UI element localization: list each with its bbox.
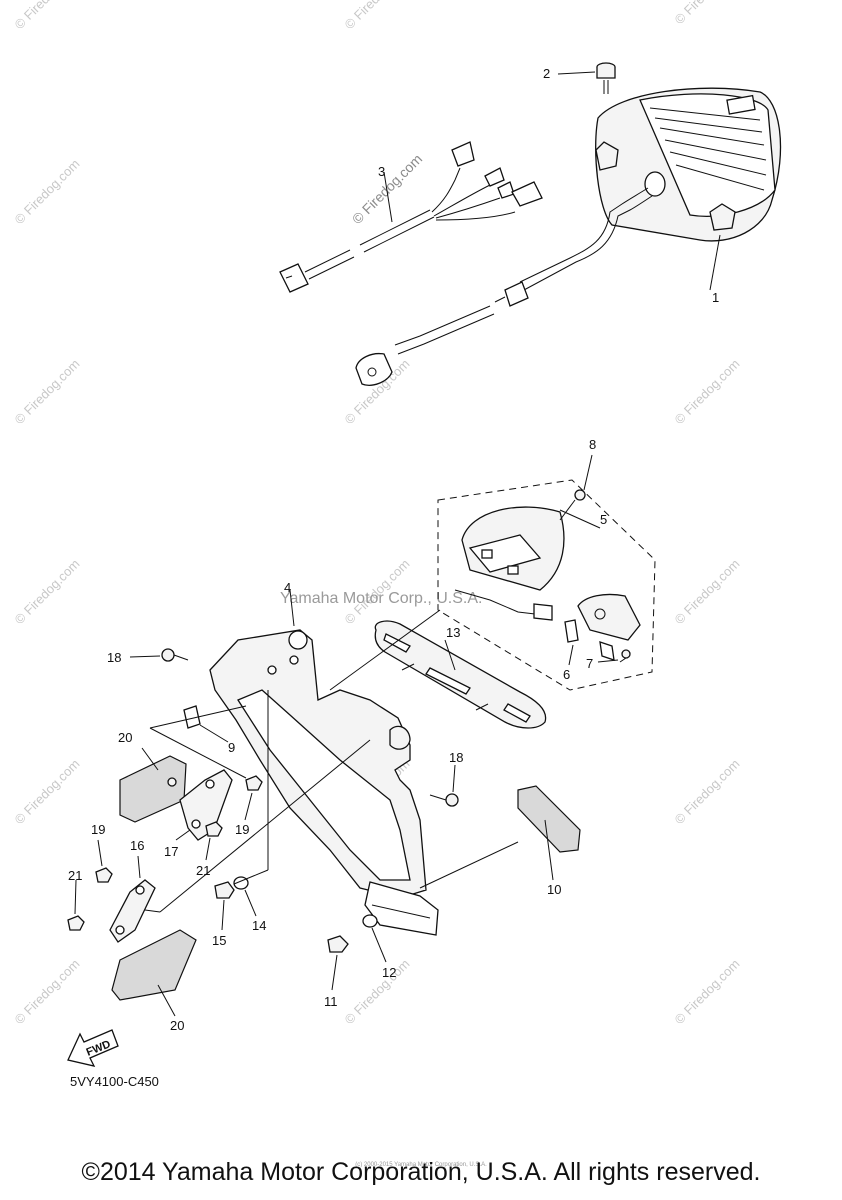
callout-19b: 19 bbox=[91, 822, 105, 837]
wire-harness bbox=[279, 141, 543, 293]
callout-18a: 18 bbox=[107, 650, 121, 665]
fwd-arrow: FWD bbox=[67, 1029, 119, 1067]
callout-20b: 20 bbox=[170, 1018, 184, 1033]
watermark-center: Yamaha Motor Corp., U.S.A. bbox=[280, 590, 482, 607]
callout-15: 15 bbox=[212, 933, 226, 948]
callout-8: 8 bbox=[589, 437, 596, 452]
watermark: © Firedog.com bbox=[12, 956, 83, 1027]
callout-21b: 21 bbox=[68, 868, 82, 883]
watermark: © Firedog.com bbox=[672, 956, 743, 1027]
watermark: © Firedog.com bbox=[12, 756, 83, 827]
watermark: © Firedog.com bbox=[672, 356, 743, 427]
watermark: © Firedog.com bbox=[12, 356, 83, 427]
callout-1: 1 bbox=[712, 290, 719, 305]
stays-and-nuts bbox=[67, 609, 519, 991]
callout-20a: 20 bbox=[118, 730, 132, 745]
watermark: © Firedog.com bbox=[672, 756, 743, 827]
callout-4: 4 bbox=[284, 580, 291, 595]
bolts bbox=[129, 648, 459, 807]
callout-3: 3 bbox=[378, 164, 385, 179]
callout-6: 6 bbox=[563, 667, 570, 682]
callout-21a: 21 bbox=[196, 863, 210, 878]
watermark: © Firedog.com bbox=[672, 0, 743, 27]
copyright-text: ©2014 Yamaha Motor Corporation, U.S.A. A… bbox=[81, 1158, 761, 1186]
callout-9: 9 bbox=[228, 740, 235, 755]
callout-13: 13 bbox=[446, 625, 460, 640]
callout-14: 14 bbox=[252, 918, 266, 933]
callout-16: 16 bbox=[130, 838, 144, 853]
watermark: © Firedog.com bbox=[12, 156, 83, 227]
fender-bracket bbox=[209, 589, 439, 936]
plate-bracket bbox=[374, 620, 547, 729]
watermark: © Firedog.com bbox=[672, 556, 743, 627]
watermark: © Firedog.com bbox=[342, 0, 413, 32]
callout-19a: 19 bbox=[235, 822, 249, 837]
callout-7: 7 bbox=[586, 656, 593, 671]
reflectors bbox=[111, 747, 581, 1017]
tail-light-assembly bbox=[355, 87, 782, 386]
callout-12: 12 bbox=[382, 965, 396, 980]
watermark: © Firedog.com bbox=[342, 956, 413, 1027]
callout-11: 11 bbox=[324, 994, 338, 1009]
fineprint: (c) 2000-2015 Yamaha Motor Corporation, … bbox=[355, 1162, 487, 1168]
callout-numbers: 1 2 3 4 5 6 7 8 9 10 11 12 13 14 15 16 1… bbox=[68, 66, 719, 1089]
license-light-group bbox=[437, 454, 656, 691]
watermark: © Firedog.com bbox=[12, 0, 83, 32]
grommet-part bbox=[557, 62, 616, 94]
watermark: © Firedog.com bbox=[12, 556, 83, 627]
callout-17: 17 bbox=[164, 844, 178, 859]
callout-18b: 18 bbox=[449, 750, 463, 765]
callout-2: 2 bbox=[543, 66, 550, 81]
callout-5: 5 bbox=[600, 512, 607, 527]
diagram-code: 5VY4100-C450 bbox=[70, 1074, 159, 1089]
callout-10: 10 bbox=[547, 882, 561, 897]
